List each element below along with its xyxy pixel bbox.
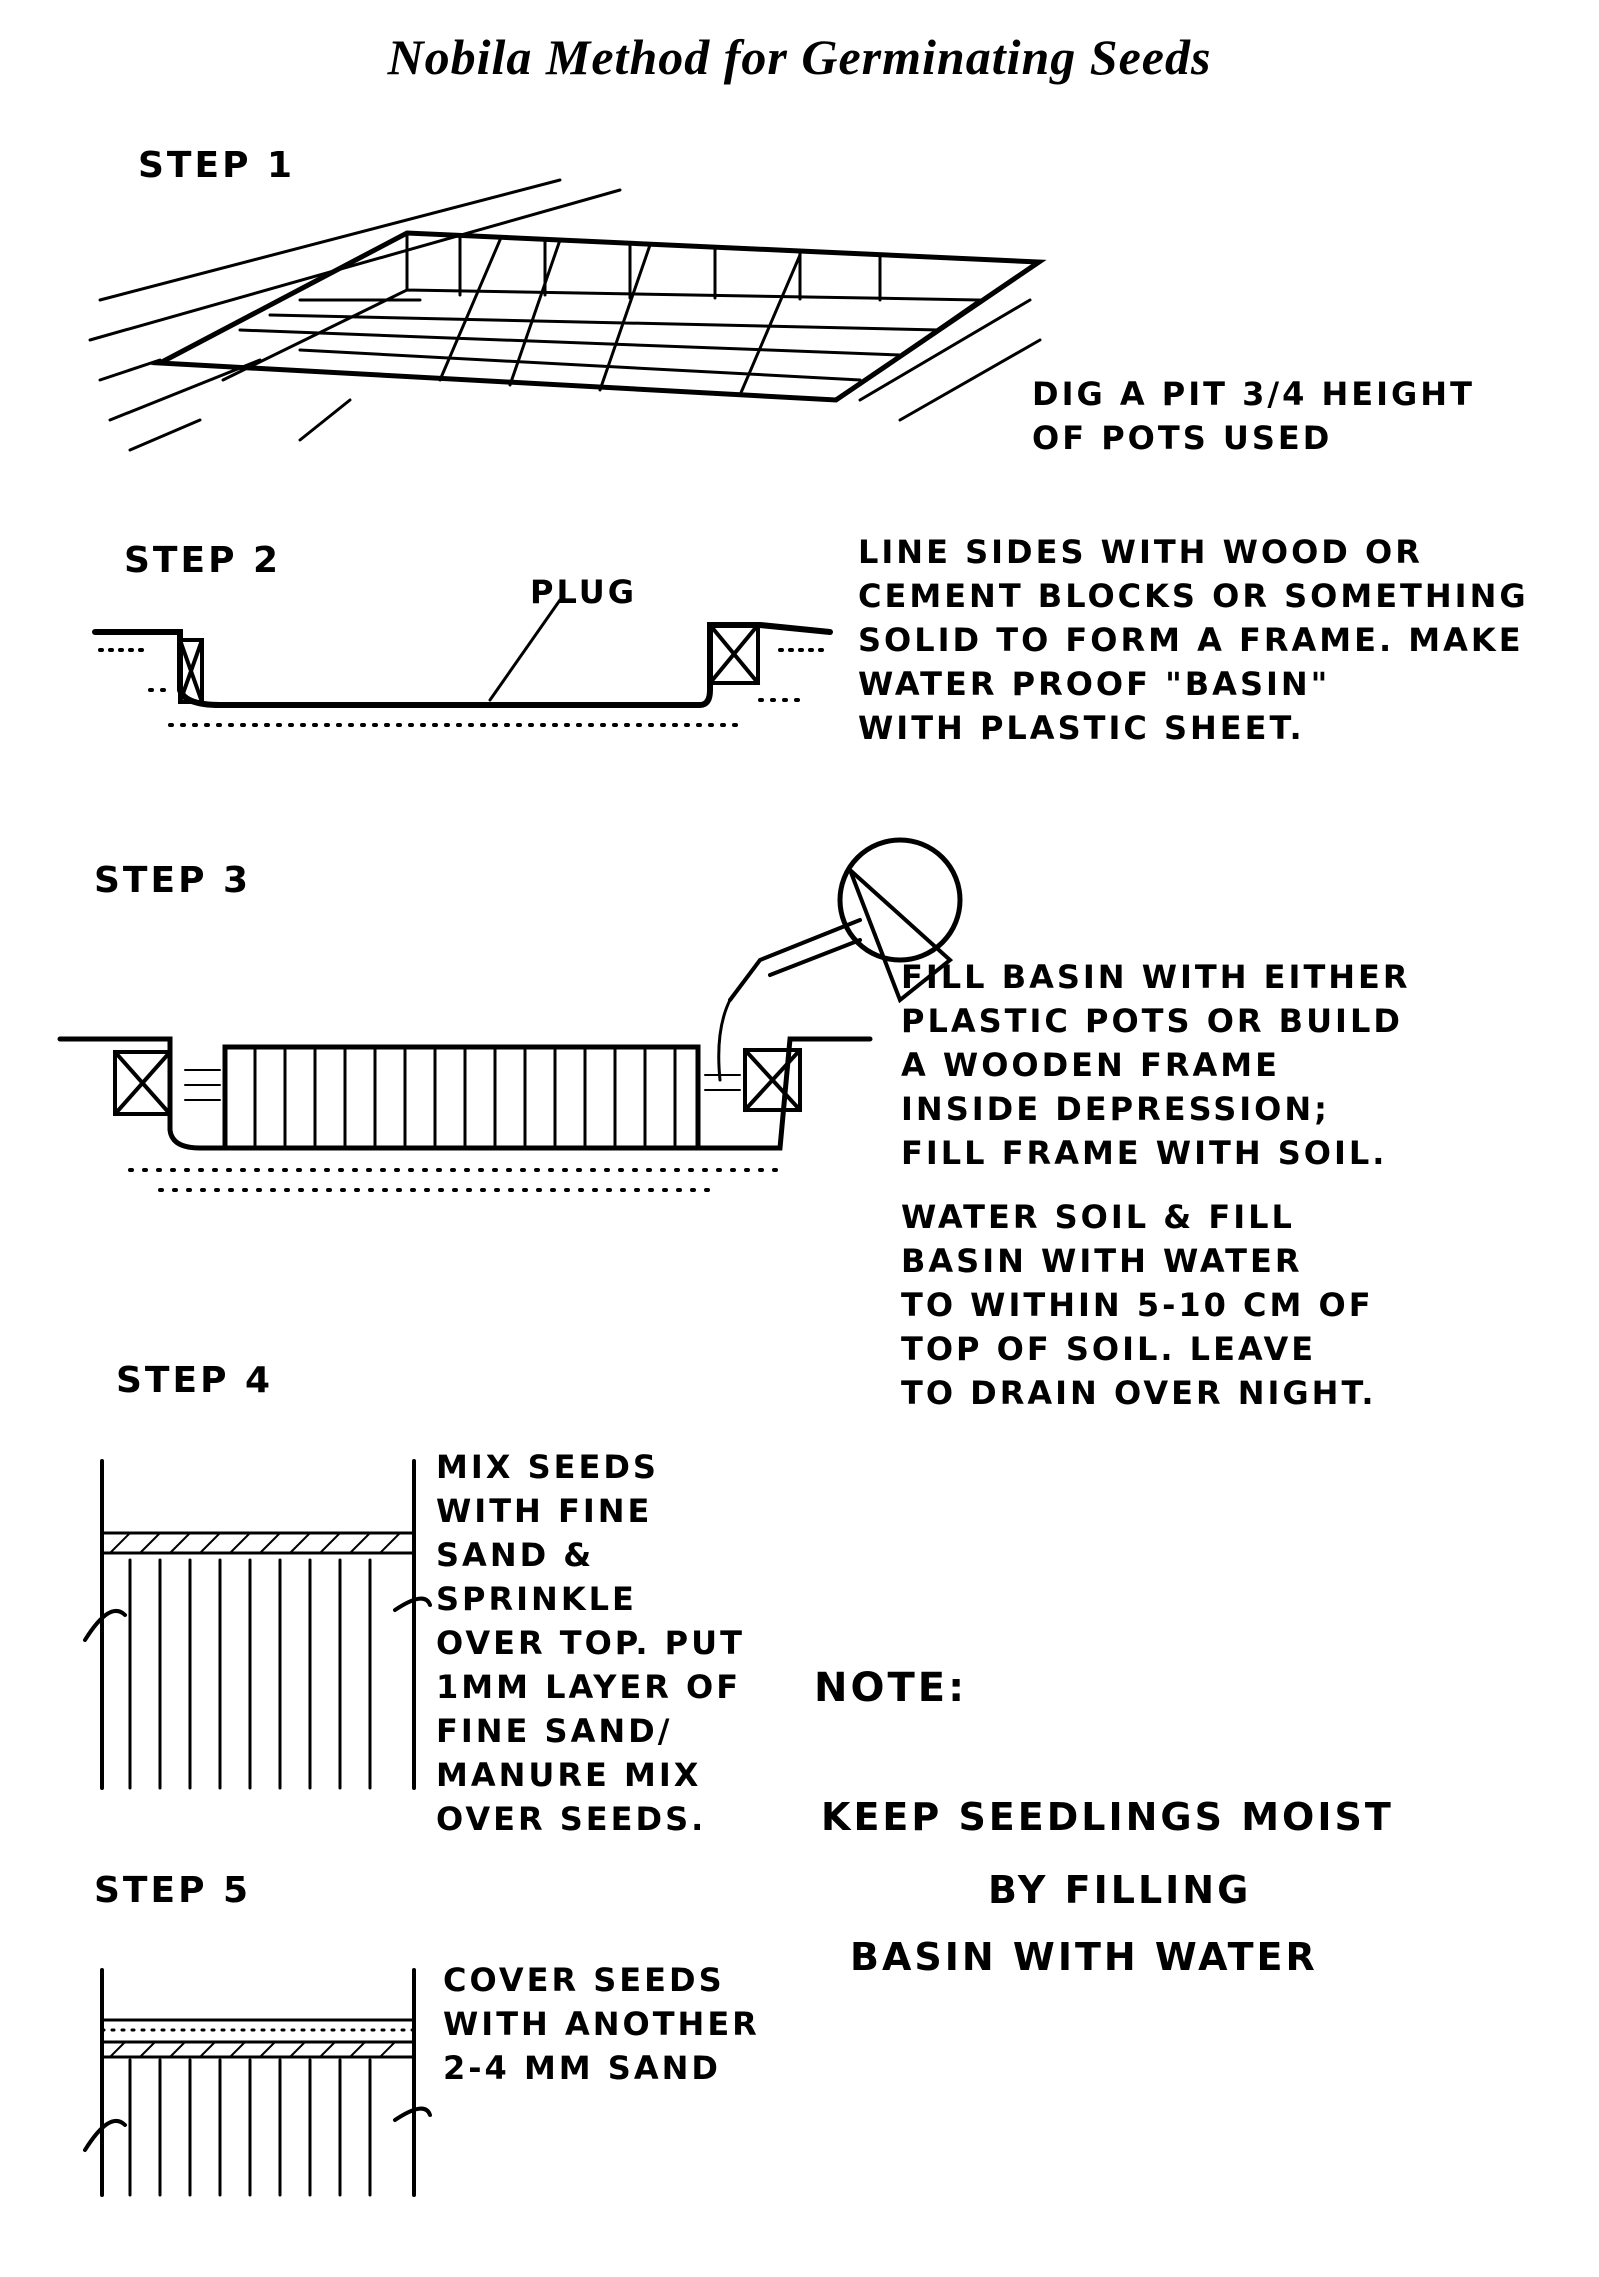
- text-line: TOP OF SOIL. LEAVE: [901, 1330, 1317, 1368]
- text-line: 2-4 MM SAND: [443, 2049, 721, 2087]
- step4-text: MIX SEEDS WITH FINE SAND & SPRINKLE OVER…: [436, 1445, 745, 1841]
- text-line: MANURE MIX: [436, 1756, 702, 1794]
- text-line: FINE SAND/: [436, 1712, 673, 1750]
- text-line: WITH FINE: [436, 1492, 653, 1530]
- note-line-3: BASIN WITH WATER: [850, 1935, 1318, 1979]
- text-line: WITH PLASTIC SHEET.: [858, 709, 1305, 747]
- step5-layer-drawing: [83, 1968, 432, 2197]
- step3-text2: WATER SOIL & FILL BASIN WITH WATER TO WI…: [901, 1195, 1377, 1415]
- note-line-2: BY FILLING: [988, 1868, 1252, 1912]
- text-line: INSIDE DEPRESSION;: [901, 1090, 1330, 1128]
- text-line: PLASTIC POTS OR BUILD: [901, 1002, 1403, 1040]
- step1-pit-drawing: [88, 178, 1047, 452]
- step5-label: STEP 5: [94, 1870, 252, 1911]
- step1-text: DIG A PIT 3/4 HEIGHT OF POTS USED: [1032, 372, 1475, 460]
- text-line: CEMENT BLOCKS OR SOMETHING: [858, 577, 1529, 615]
- step1-label: STEP 1: [138, 145, 296, 186]
- text-line: WATER PROOF "BASIN": [858, 665, 1331, 703]
- note-label: NOTE:: [814, 1665, 968, 1711]
- text-line: 1MM LAYER OF: [436, 1668, 742, 1706]
- step4-label: STEP 4: [116, 1360, 274, 1401]
- text-line: TO DRAIN OVER NIGHT.: [901, 1374, 1377, 1412]
- text-line: SAND &: [436, 1536, 595, 1574]
- text-line: SOLID TO FORM A FRAME. MAKE: [858, 621, 1524, 659]
- text-line: BASIN WITH WATER: [901, 1242, 1303, 1280]
- step5-text: COVER SEEDS WITH ANOTHER 2-4 MM SAND: [443, 1958, 760, 2090]
- text-line: A WOODEN FRAME: [901, 1046, 1280, 1084]
- page-title: Nobila Method for Germinating Seeds: [387, 29, 1212, 85]
- text-line: WATER SOIL & FILL: [901, 1198, 1295, 1236]
- text-line: MIX SEEDS: [436, 1448, 659, 1486]
- text-line: FILL FRAME WITH SOIL.: [901, 1134, 1388, 1172]
- text-line: DIG A PIT 3/4 HEIGHT: [1032, 375, 1475, 413]
- step3-label: STEP 3: [94, 860, 252, 901]
- plug-callout: PLUG: [530, 573, 637, 611]
- text-line: WITH ANOTHER: [443, 2005, 760, 2043]
- step3-pots-drawing: [57, 837, 963, 1192]
- text-line: OVER SEEDS.: [436, 1800, 707, 1838]
- step2-text: LINE SIDES WITH WOOD OR CEMENT BLOCKS OR…: [858, 530, 1529, 750]
- text-line: SPRINKLE: [436, 1580, 637, 1618]
- text-line: FILL BASIN WITH EITHER: [901, 958, 1411, 996]
- step2-basin-drawing: [92, 598, 833, 727]
- text-line: OF POTS USED: [1032, 419, 1333, 457]
- note-line-1: KEEP SEEDLINGS MOIST: [821, 1795, 1394, 1839]
- text-line: TO WITHIN 5-10 CM OF: [901, 1286, 1374, 1324]
- text-line: COVER SEEDS: [443, 1961, 725, 1999]
- text-line: OVER TOP. PUT: [436, 1624, 745, 1662]
- step4-layer-drawing: [83, 1459, 432, 1790]
- step3-text: FILL BASIN WITH EITHER PLASTIC POTS OR B…: [901, 955, 1411, 1175]
- step2-label: STEP 2: [124, 540, 282, 581]
- text-line: LINE SIDES WITH WOOD OR: [858, 533, 1423, 571]
